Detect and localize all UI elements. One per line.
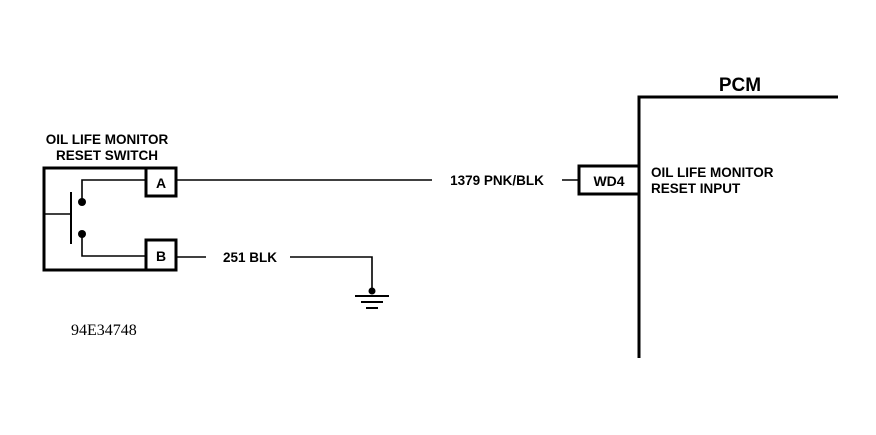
figure-id: 94E34748 — [71, 322, 137, 339]
pcm-pin-label: WD4 — [593, 173, 624, 189]
pcm-title: PCM — [719, 75, 761, 96]
pcm-module: PCM OIL LIFE MONITOR RESET INPUT — [637, 75, 838, 358]
switch-title-line1: OIL LIFE MONITOR — [46, 132, 169, 147]
ground-wire: 251 BLK — [176, 250, 373, 290]
pin-a-connector: A — [144, 166, 178, 198]
contact-upper — [78, 198, 86, 206]
pcm-pin-connector: WD4 — [577, 164, 641, 196]
pin-b-label: B — [156, 248, 166, 264]
switch-housing — [42, 166, 146, 272]
contact-lower — [78, 230, 86, 238]
ground-symbol — [355, 287, 389, 309]
switch-title-line2: RESET SWITCH — [56, 148, 158, 163]
pcm-input-label-line2: RESET INPUT — [651, 181, 741, 196]
ground-wire-label: 251 BLK — [223, 250, 277, 265]
signal-wire: 1379 PNK/BLK — [176, 173, 579, 188]
reset-switch: A B — [42, 166, 178, 272]
pin-a-label: A — [156, 175, 166, 191]
switch-contacts — [44, 179, 146, 257]
signal-wire-label: 1379 PNK/BLK — [450, 173, 544, 188]
pin-b-connector: B — [144, 238, 178, 272]
pcm-input-label-line1: OIL LIFE MONITOR — [651, 165, 774, 180]
